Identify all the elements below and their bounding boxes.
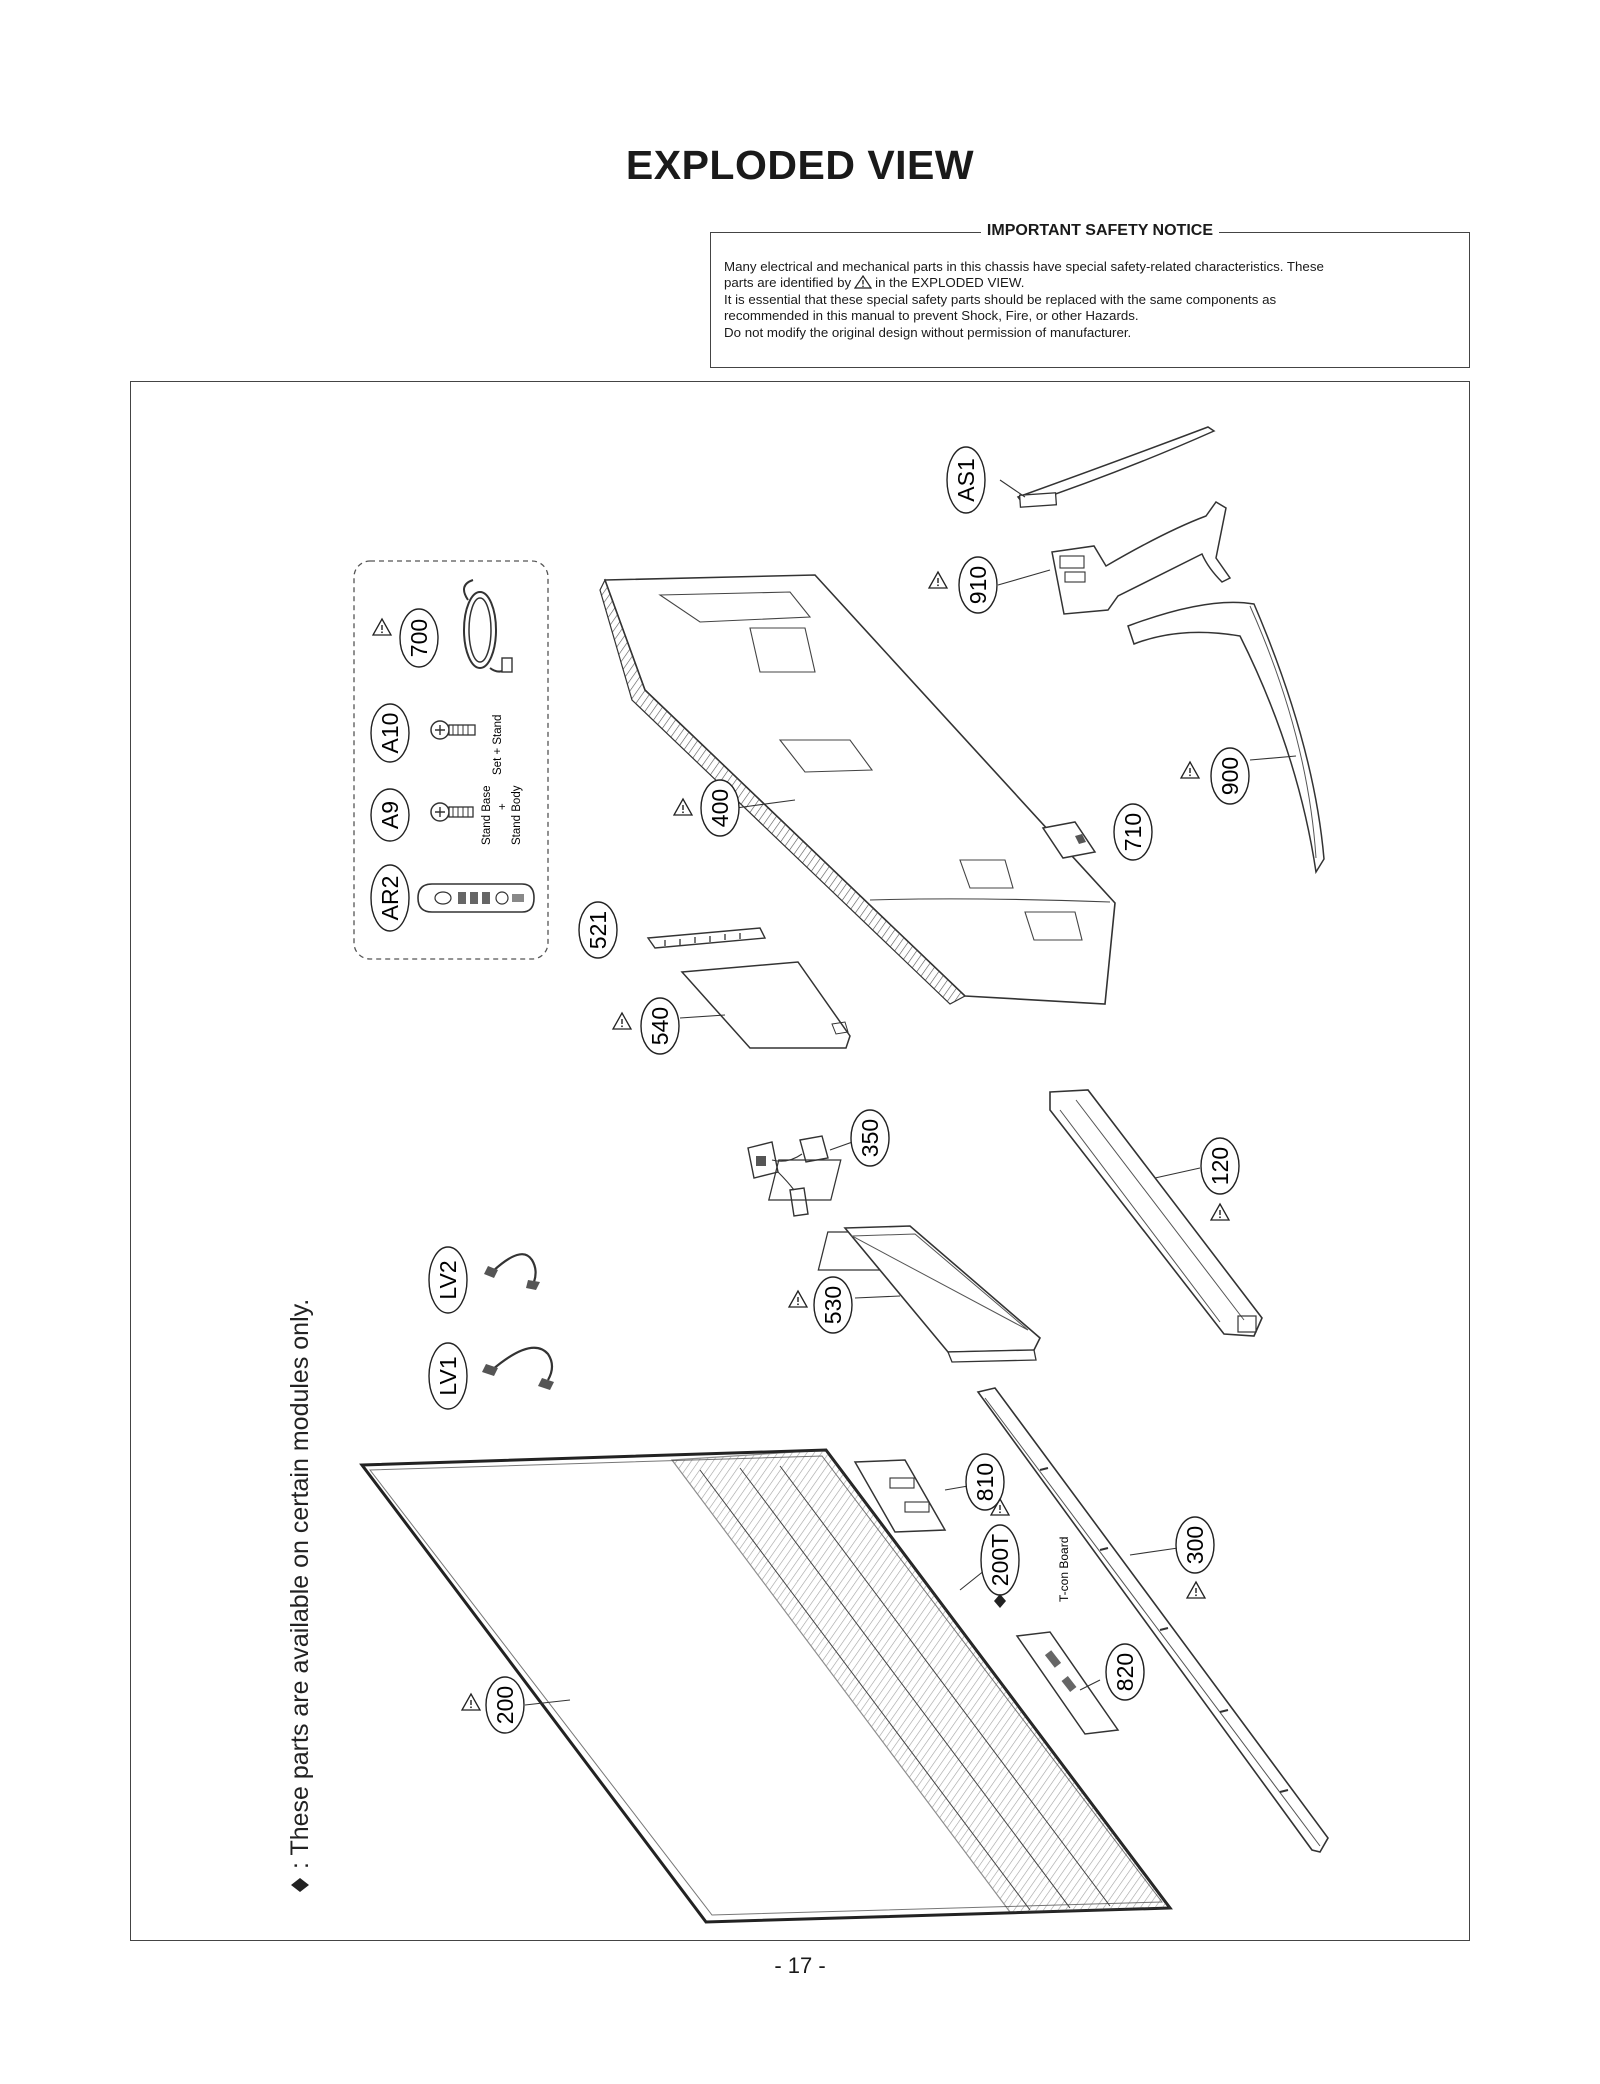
svg-text:820: 820 — [1112, 1653, 1138, 1691]
label-530: 530 — [813, 1276, 853, 1334]
stand-arm-as1 — [1016, 426, 1216, 508]
notice-line-3: It is essential that these special safet… — [724, 291, 1277, 307]
safety-notice-body: Many electrical and mechanical parts in … — [724, 259, 1456, 341]
remote-ar2 — [417, 883, 535, 913]
warning-triangle-icon — [1210, 1203, 1230, 1221]
availability-note: : These parts are available on certain m… — [286, 1299, 314, 1892]
notice-line-2: parts are identified by in the EXPLODED V… — [724, 275, 1456, 291]
page-number: - 17 - — [774, 1953, 826, 1978]
power-cord-700 — [463, 579, 513, 673]
exploded-view-frame — [130, 381, 1470, 1941]
warning-triangle-icon — [1186, 1581, 1206, 1599]
svg-text:200T: 200T — [987, 1534, 1013, 1586]
svg-text:540: 540 — [647, 1007, 673, 1045]
label-540: 540 — [640, 997, 680, 1055]
notice-line-1: Many electrical and mechanical parts in … — [724, 259, 1324, 274]
speaker-frame-120 — [767, 1089, 1263, 1337]
label-200: 200 — [485, 1676, 525, 1734]
svg-text:200: 200 — [492, 1686, 518, 1724]
label-700: 700 — [399, 608, 439, 668]
stand-body-note: Stand Body — [511, 785, 523, 845]
availability-note-text: : These parts are available on certain m… — [286, 1299, 314, 1869]
svg-text:521: 521 — [585, 911, 611, 949]
label-521: 521 — [578, 901, 618, 959]
warning-triangle-icon — [928, 571, 948, 589]
cover-710 — [1041, 821, 1097, 859]
svg-text:700: 700 — [406, 619, 432, 657]
label-200t: 200T — [980, 1524, 1020, 1596]
diamond-icon — [291, 1878, 309, 1892]
svg-text:AR2: AR2 — [377, 876, 403, 921]
safety-notice-title: IMPORTANT SAFETY NOTICE — [980, 222, 1219, 240]
svg-text:530: 530 — [820, 1286, 846, 1324]
label-820: 820 — [1105, 1643, 1145, 1701]
label-900: 900 — [1210, 747, 1250, 805]
notice-line-2-end: in the EXPLODED VIEW. — [875, 275, 1025, 291]
board-540 — [680, 961, 851, 1049]
power-board-530 — [843, 1225, 1041, 1363]
label-lv1: LV1 — [428, 1342, 468, 1410]
safety-notice-box: IMPORTANT SAFETY NOTICE Many electrical … — [710, 222, 1470, 368]
warning-triangle-icon — [612, 1012, 632, 1030]
notice-line-2-start: parts are identified by — [724, 275, 852, 291]
label-a9: A9 — [370, 788, 410, 842]
back-cover-400 — [599, 574, 1116, 1005]
plate-820 — [1015, 1631, 1120, 1735]
plus-note: + — [497, 803, 509, 810]
notice-line-5: Do not modify the original design withou… — [724, 324, 1132, 340]
svg-text:AS1: AS1 — [953, 458, 979, 501]
svg-text:LV1: LV1 — [435, 1356, 461, 1395]
svg-text:900: 900 — [1217, 757, 1243, 795]
svg-text:810: 810 — [972, 1463, 998, 1501]
label-as1: AS1 — [946, 446, 986, 514]
svg-text:LV2: LV2 — [435, 1260, 461, 1299]
label-910: 910 — [958, 556, 998, 614]
cable-lv1 — [482, 1346, 554, 1390]
warning-triangle-icon — [461, 1693, 481, 1711]
label-810: 810 — [965, 1453, 1005, 1511]
warning-triangle-icon — [372, 618, 392, 636]
tcon-board-note: T-con Board — [1057, 1537, 1071, 1602]
board-521 — [646, 927, 767, 949]
label-400: 400 — [700, 779, 740, 837]
label-350: 350 — [850, 1109, 890, 1167]
notice-line-4: recommended in this manual to prevent Sh… — [724, 308, 1139, 324]
svg-text:400: 400 — [707, 789, 733, 827]
svg-text:A9: A9 — [377, 801, 403, 829]
warning-triangle-icon — [788, 1290, 808, 1308]
bracket-810 — [853, 1459, 947, 1533]
label-lv2: LV2 — [428, 1246, 468, 1314]
set-stand-note: Set + Stand — [492, 715, 504, 775]
svg-text:A10: A10 — [377, 713, 403, 754]
stand-bracket-910 — [1051, 501, 1232, 615]
lcd-panel-200 — [359, 1448, 1173, 1924]
label-710: 710 — [1113, 803, 1153, 861]
board-350 — [747, 1135, 829, 1217]
svg-text:120: 120 — [1207, 1147, 1233, 1185]
svg-text:350: 350 — [857, 1119, 883, 1157]
warning-triangle-icon — [1180, 761, 1200, 779]
warning-triangle-icon — [673, 798, 693, 816]
side-frame-300 — [976, 1387, 1329, 1853]
label-120: 120 — [1200, 1137, 1240, 1195]
warning-triangle-icon — [854, 275, 873, 290]
cable-lv2 — [484, 1253, 540, 1290]
stand-cover-900 — [1127, 601, 1325, 875]
svg-text:710: 710 — [1120, 813, 1146, 851]
label-ar2: AR2 — [370, 864, 410, 932]
accessory-group-box — [353, 560, 549, 960]
screw-a10 — [430, 720, 476, 740]
label-300: 300 — [1175, 1516, 1215, 1574]
page-title: EXPLODED VIEW — [625, 142, 975, 188]
svg-text:300: 300 — [1182, 1526, 1208, 1564]
label-a10: A10 — [370, 703, 410, 763]
diamond-icon — [994, 1594, 1006, 1608]
svg-text:910: 910 — [965, 566, 991, 604]
screw-a9 — [430, 802, 474, 822]
stand-base-note: Stand Base — [481, 786, 493, 845]
